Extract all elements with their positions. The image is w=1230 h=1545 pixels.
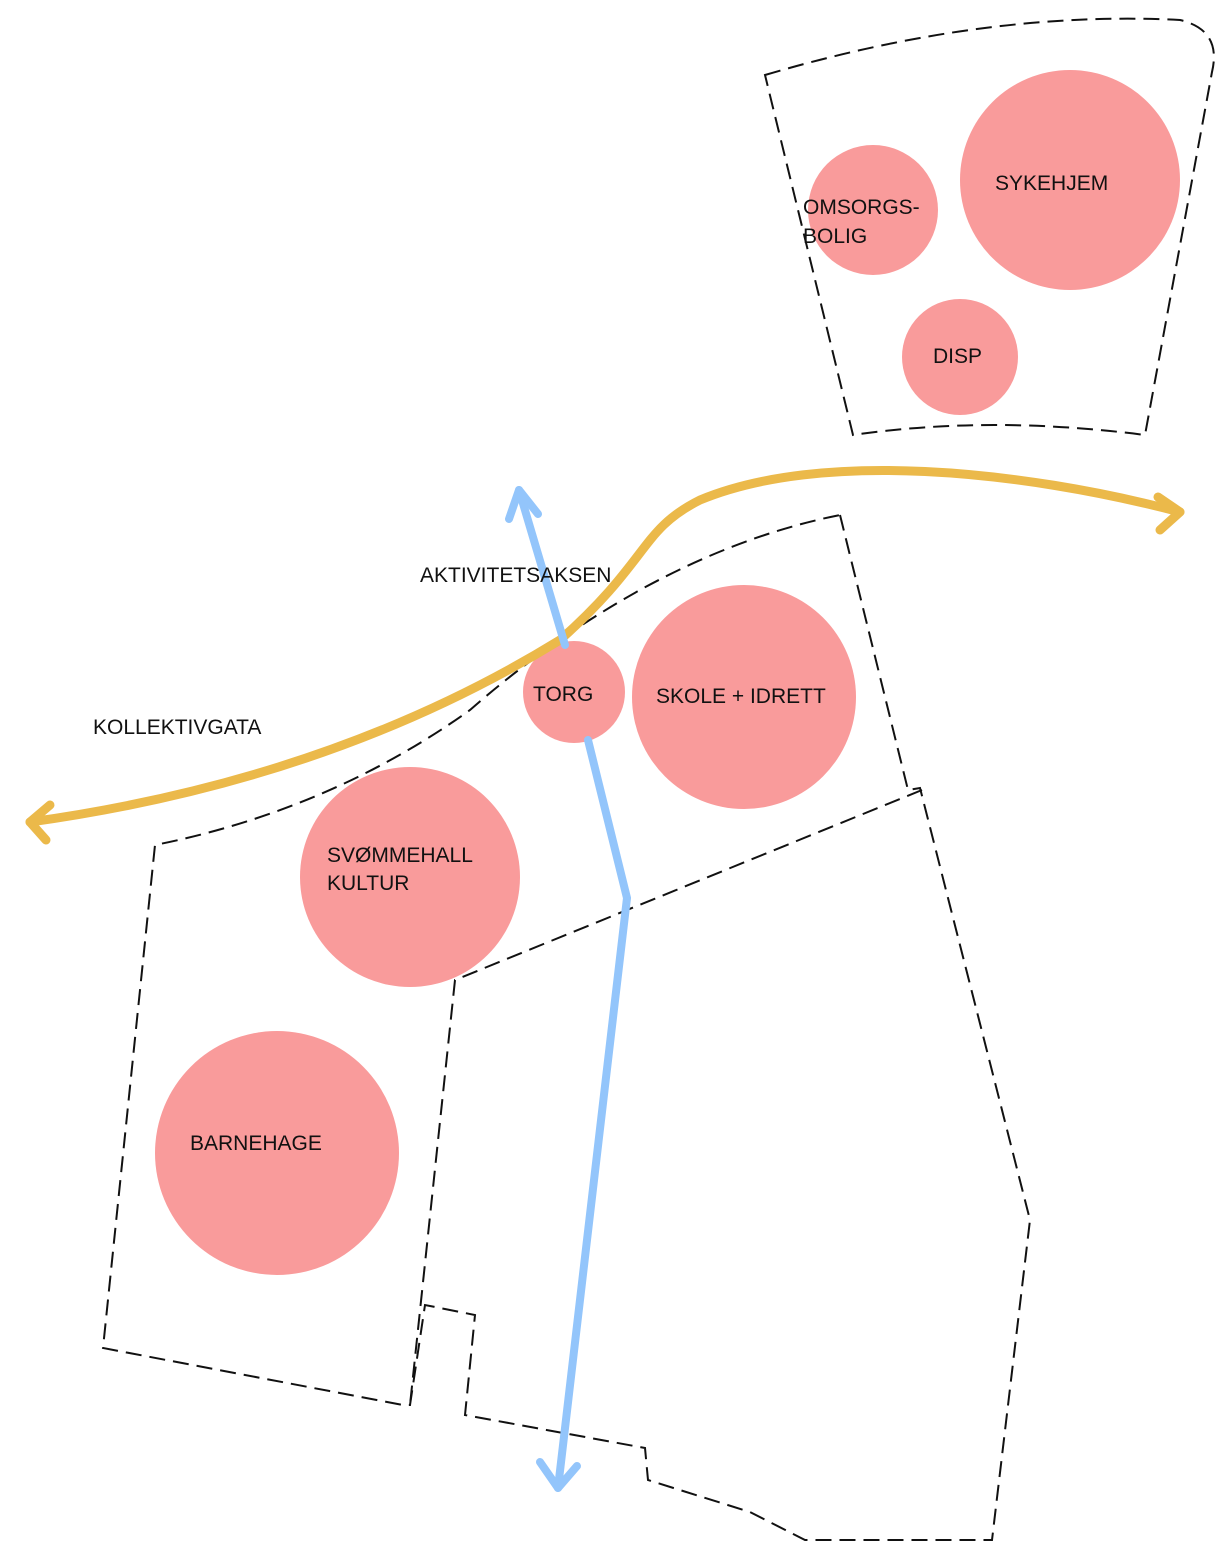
kollektivgata-arrowhead-east [1153, 492, 1185, 535]
omsorgsbolig-label-line1: OMSORGS- [803, 196, 920, 219]
kollektivgata-axis [25, 466, 1185, 827]
svommehall-zone [300, 767, 520, 987]
sykehjem-label: SYKEHJEM [995, 172, 1108, 195]
torg-zone [523, 641, 625, 743]
aktivitetsaksen-north-segment [515, 486, 569, 649]
kollektivgata-arrowhead-west [25, 800, 55, 845]
skole-zone [632, 585, 856, 809]
north-site-boundary [763, 17, 1215, 437]
disp-zone [902, 299, 1018, 415]
central-site-boundary [101, 513, 1032, 1541]
sykehjem-zone [960, 70, 1180, 290]
barnehage-label: BARNEHAGE [190, 1132, 322, 1155]
barnehage-zone [155, 1031, 399, 1275]
aktivitetsaksen-label: AKTIVITETSAKSEN [420, 564, 611, 587]
omsorgsbolig-zone [808, 145, 938, 275]
zone-division-line [409, 789, 923, 1406]
torg-label: TORG [533, 683, 593, 706]
skole-label: SKOLE + IDRETT [656, 685, 826, 708]
kollektivgata-label: KOLLEKTIVGATA [93, 716, 261, 739]
disp-label: DISP [933, 345, 982, 368]
aktivitetsaksen-arrowhead-south [536, 1458, 581, 1492]
svommehall-label-line1: SVØMMEHALL [327, 844, 473, 867]
aktivitetsaksen-south-segment [554, 736, 631, 1492]
svommehall-label-line2: KULTUR [327, 872, 409, 895]
aktivitetsaksen-arrowhead-north [505, 486, 542, 523]
omsorgsbolig-label-line2: BOLIG [803, 225, 867, 248]
